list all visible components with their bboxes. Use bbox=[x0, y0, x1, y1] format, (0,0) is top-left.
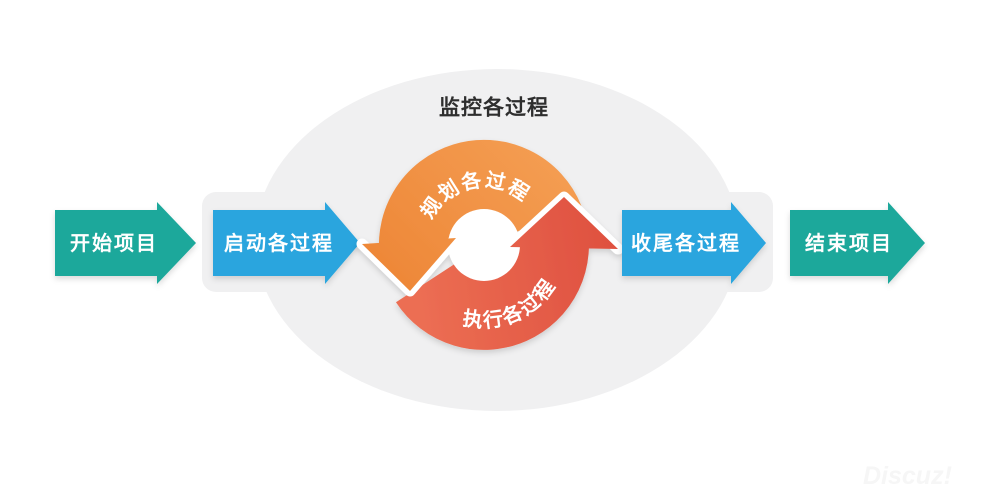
plan-execute-cycle: 规划各过程 执行各过程 bbox=[356, 139, 624, 350]
planning-arrowhead bbox=[362, 238, 456, 291]
planning-arc bbox=[378, 139, 582, 267]
cycle-center-hole bbox=[448, 209, 520, 281]
executing-arc bbox=[396, 217, 589, 350]
step-close-arrow: 收尾各过程 bbox=[622, 202, 766, 284]
finish-arrow-label: 结束项目 bbox=[805, 231, 893, 255]
start-arrow-label: 开始项目 bbox=[70, 231, 158, 255]
watermark: Discuz! bbox=[863, 462, 952, 490]
initiate-arrow-label: 启动各过程 bbox=[224, 231, 334, 255]
initiate-arrow-shape bbox=[213, 202, 360, 284]
close-arrow-label: 收尾各过程 bbox=[631, 231, 741, 255]
monitoring-title: 监控各过程 bbox=[439, 96, 549, 120]
step-finish-arrow: 结束项目 bbox=[790, 202, 925, 284]
finish-arrow-shape bbox=[790, 202, 925, 284]
executing-arrowhead bbox=[510, 197, 618, 249]
step-initiate-arrow: 启动各过程 bbox=[213, 202, 360, 284]
start-arrow-shape bbox=[55, 202, 196, 284]
close-arrow-shape bbox=[622, 202, 766, 284]
step-start-arrow: 开始项目 bbox=[55, 202, 196, 284]
